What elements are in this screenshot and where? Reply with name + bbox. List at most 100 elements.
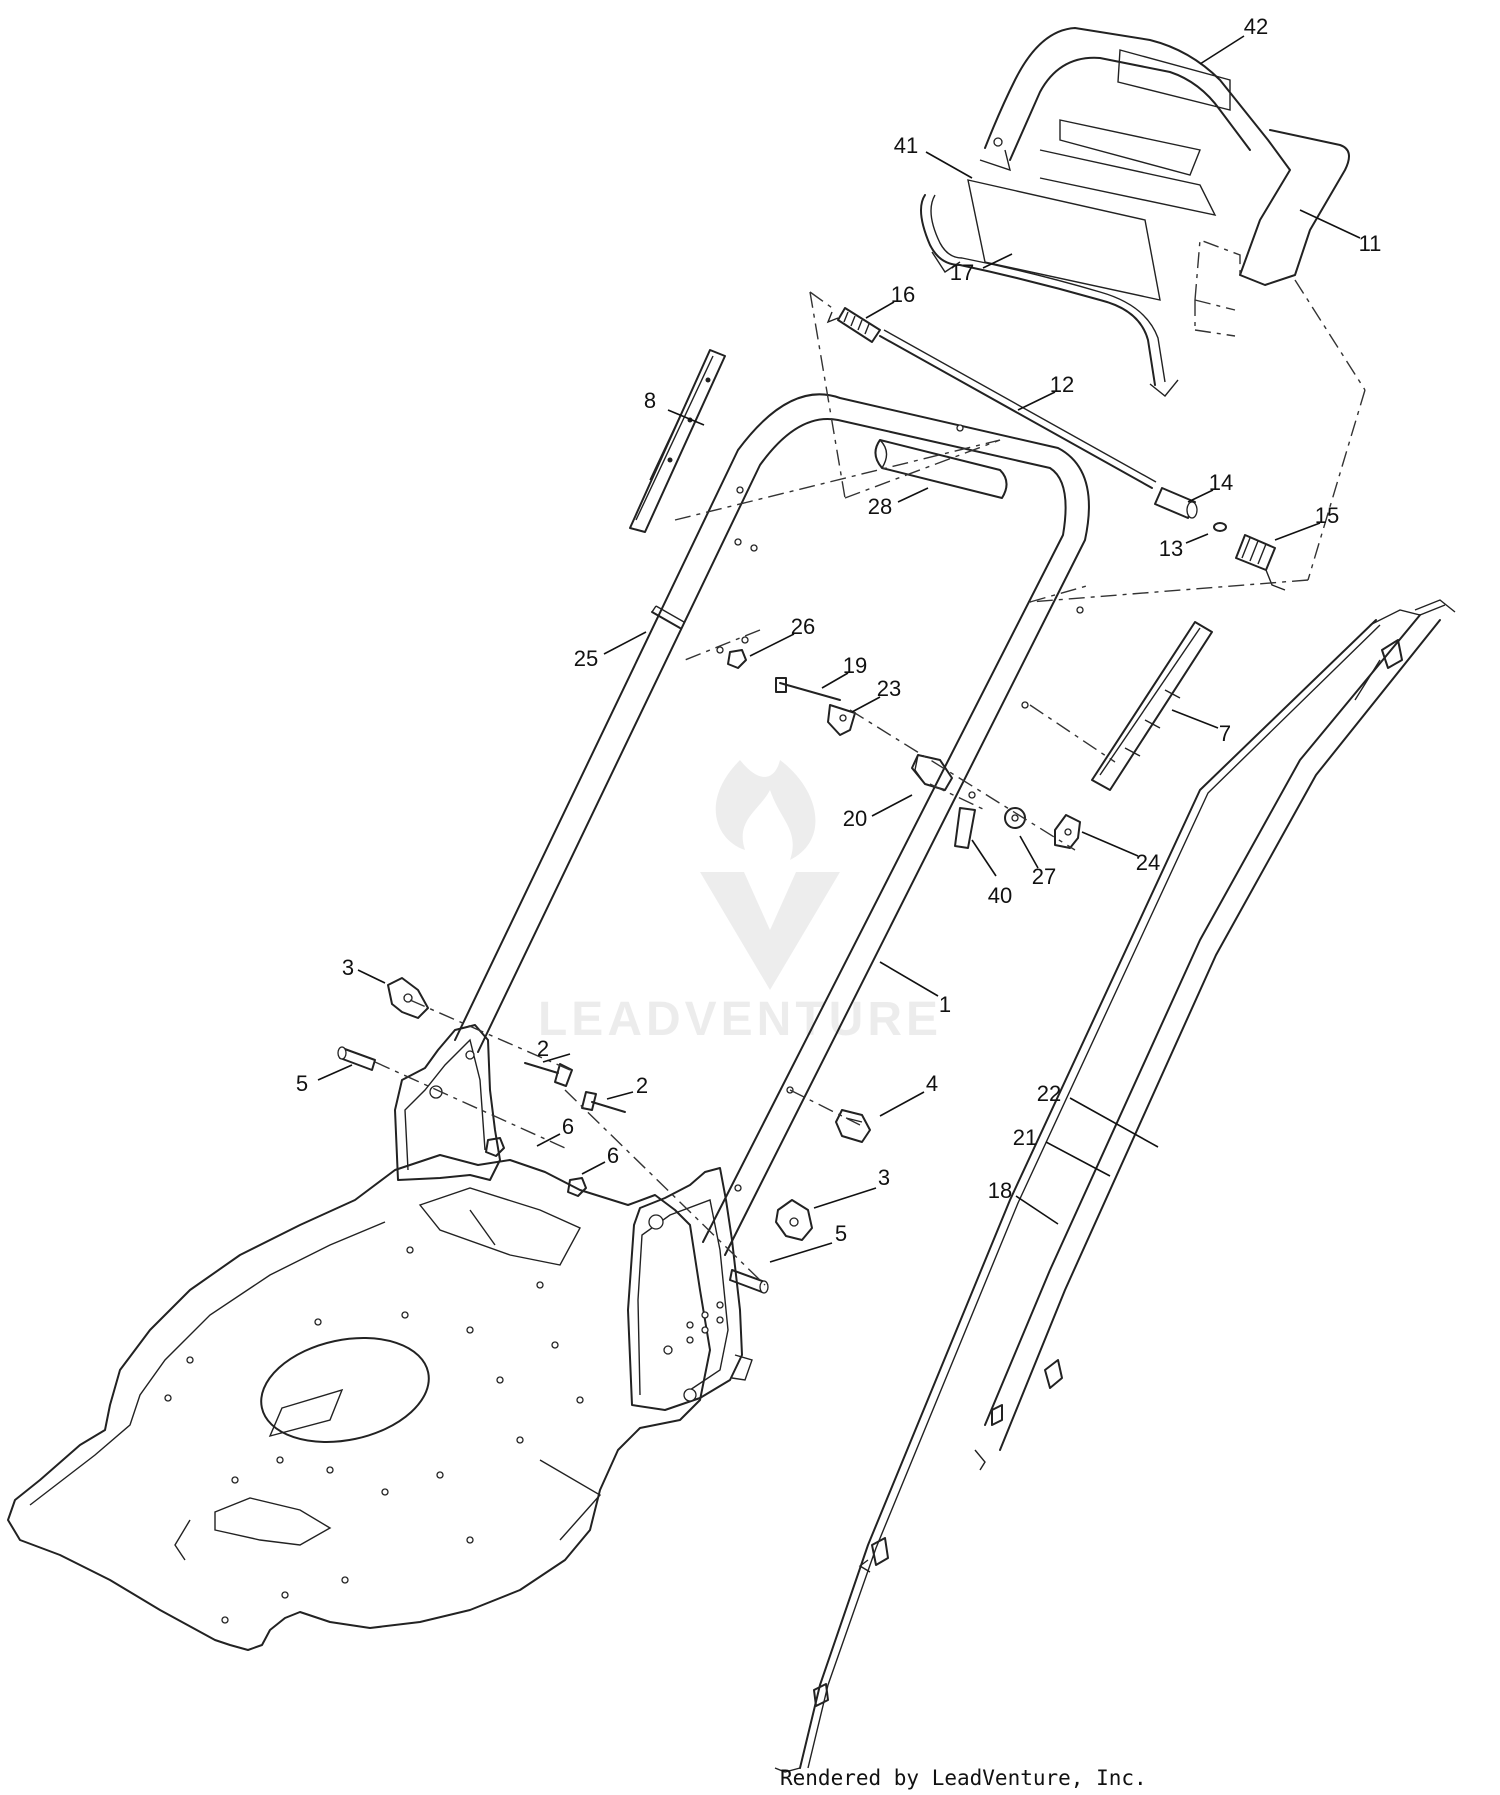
nut-26: [727, 649, 747, 669]
callout-leader-11: [1299, 209, 1361, 239]
callout-leader-42: [1199, 35, 1245, 65]
callout-label-16: 16: [891, 282, 915, 307]
callout-label-41: 41: [894, 133, 918, 158]
callout-leader-22: [1069, 1097, 1159, 1148]
callout-leader-28: [897, 487, 929, 503]
callout-label-27: 27: [1032, 864, 1056, 889]
callout-leader-6: [581, 1161, 606, 1175]
callout-leader-5: [769, 1242, 833, 1263]
callout-label-15: 15: [1315, 503, 1339, 528]
spring-15: [1235, 534, 1286, 591]
callout-leader-13: [1185, 533, 1209, 544]
callout-label-7: 7: [1219, 721, 1231, 746]
callout-leader-5: [317, 1064, 353, 1081]
callout-leader-14: [1187, 489, 1214, 503]
callout-leader-8: [667, 409, 705, 426]
callout-label-2: 2: [537, 1036, 549, 1061]
callout-label-19: 19: [843, 653, 867, 678]
callout-leader-17: [982, 253, 1013, 269]
mower-deck: [7, 1154, 711, 1651]
callout-leader-12: [1017, 391, 1056, 411]
callout-leader-23: [851, 696, 881, 713]
callout-leader-6: [536, 1133, 561, 1147]
callout-label-28: 28: [868, 494, 892, 519]
callout-label-21: 21: [1013, 1125, 1037, 1150]
callout-label-23: 23: [877, 676, 901, 701]
callout-leader-2: [542, 1053, 571, 1063]
callout-leader-3: [813, 1187, 877, 1209]
callout-label-42: 42: [1244, 14, 1268, 39]
callout-leader-4: [879, 1091, 925, 1117]
callout-label-26: 26: [791, 614, 815, 639]
leadventure-watermark: LEADVENTURE: [538, 760, 938, 1046]
upper-handle: [979, 27, 1350, 286]
callout-leader-3: [357, 969, 386, 984]
part-23: [827, 704, 856, 736]
callout-label-25: 25: [574, 646, 598, 671]
callout-leader-18: [1015, 1195, 1059, 1225]
callout-label-17: 17: [950, 260, 974, 285]
callout-leader-27: [1019, 835, 1039, 869]
callout-leader-19: [821, 672, 849, 689]
callout-label-2: 2: [636, 1073, 648, 1098]
callout-label-4: 4: [926, 1071, 938, 1096]
guide-7: [1091, 621, 1213, 791]
guide-8: [629, 349, 726, 533]
callout-label-5: 5: [296, 1071, 308, 1096]
callout-leader-1: [879, 961, 939, 997]
washer-27: [1004, 807, 1026, 829]
callout-label-3: 3: [342, 955, 354, 980]
callout-label-20: 20: [843, 806, 867, 831]
nut-6-lower: [567, 1177, 587, 1197]
knob-3-left: [387, 977, 429, 1019]
callout-layer: 1223345566781112131415161718192021222324…: [296, 14, 1382, 1263]
knob-3-right: [775, 1199, 813, 1241]
callout-label-6: 6: [562, 1114, 574, 1139]
render-credit: Rendered by LeadVenture, Inc.: [780, 1766, 1147, 1790]
callout-leader-21: [1045, 1141, 1111, 1177]
nut-6-upper: [485, 1137, 505, 1157]
washer-13: [1213, 522, 1227, 532]
bar-28: [874, 439, 1008, 499]
callout-label-18: 18: [988, 1178, 1012, 1203]
right-handle-bracket: [627, 1167, 753, 1411]
spring-16: [826, 307, 881, 343]
callout-label-5: 5: [835, 1221, 847, 1246]
callout-leader-20: [871, 794, 913, 817]
callout-leader-41: [925, 151, 973, 179]
callout-label-11: 11: [1359, 231, 1382, 256]
callout-leader-24: [1081, 831, 1139, 857]
part-14: [1154, 487, 1198, 519]
control-cables: [774, 599, 1456, 1773]
callout-label-22: 22: [1037, 1081, 1061, 1106]
bolt-2-lower: [581, 1091, 626, 1113]
bail-17: [920, 194, 1179, 397]
part-20: [911, 754, 953, 791]
left-handle-bracket: [394, 1024, 501, 1181]
callout-label-3: 3: [878, 1165, 890, 1190]
bolt-2-upper: [524, 1062, 573, 1087]
callout-label-8: 8: [644, 388, 656, 413]
callout-label-14: 14: [1209, 470, 1233, 495]
cable-12: [879, 329, 1157, 489]
callout-leader-15: [1274, 522, 1321, 541]
callout-label-1: 1: [939, 992, 951, 1017]
pin-5-right: [729, 1269, 769, 1294]
callout-leader-25: [603, 631, 647, 655]
callout-label-13: 13: [1159, 536, 1183, 561]
pin-5-left: [337, 1046, 376, 1071]
callout-label-40: 40: [988, 883, 1012, 908]
callout-label-24: 24: [1136, 850, 1160, 875]
knob-24: [1054, 814, 1081, 849]
callout-leader-7: [1171, 709, 1219, 729]
pin-25: [651, 605, 685, 629]
panel-41: [967, 179, 1161, 301]
callout-leader-2: [606, 1091, 634, 1100]
assembly-lines: [374, 239, 1366, 1286]
callout-leader-26: [749, 633, 795, 657]
callout-label-6: 6: [607, 1143, 619, 1168]
callout-label-12: 12: [1050, 372, 1074, 397]
callout-leader-40: [971, 839, 997, 877]
callout-leader-16: [865, 301, 895, 319]
